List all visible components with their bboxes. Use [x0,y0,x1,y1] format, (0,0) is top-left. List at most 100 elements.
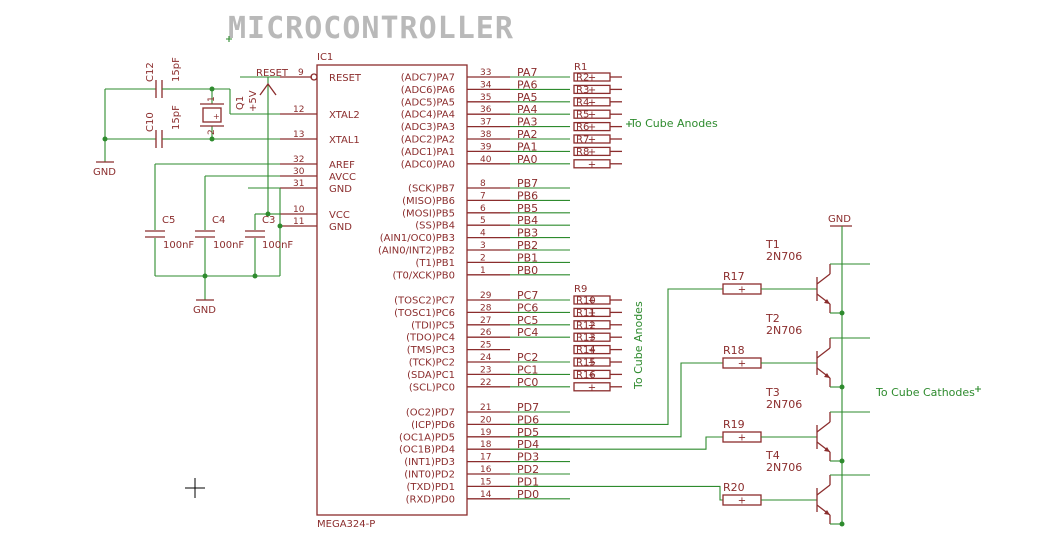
pin-num-aref: 32 [293,155,304,165]
transistor-ref-2: T3 [765,386,780,399]
pin-label-gnd31: GND [329,184,352,195]
cap-c12-value: 15pF [171,57,182,82]
pin-num-pd2: 19 [480,428,492,438]
pin-num-pb4: 4 [480,229,486,239]
pin-label-pc6: (SDA)PC1 [407,370,455,381]
pin-num-pd5: 16 [480,465,492,475]
resistor-plus-a5: + [588,135,596,146]
pin-num-pc0: 29 [480,291,492,301]
base-resistor-label-2: R19 [723,418,745,431]
transistor-ref-0: T1 [765,238,780,251]
pin-num-pa4: 37 [480,118,491,128]
resistor-array-a-ref: R1 [574,62,587,73]
emitter-arrow-icon [824,447,830,452]
resistor-plus-a0: + [588,73,596,84]
pin-label-pb4: (AIN1/OC0)PB3 [380,233,455,244]
anodes-c-label: To Cube Anodes [632,301,645,390]
pin-num-pb0: 8 [480,179,486,189]
base-resistor-label-0: R17 [723,270,745,283]
net-label-pb5: PB2 [517,239,538,252]
pin-num-pa1: 34 [480,80,492,90]
cap-c12-ref: C12 [145,62,156,82]
pin-num-pd0: 21 [480,403,491,413]
net-label-pa1: PA6 [517,78,537,91]
resistor-label-c4: R14 [576,345,596,356]
resistor-plus-c2: + [588,320,596,331]
transistor-section: +R17T12N706+R18T22N706+R19T32N706+R20T42… [510,238,870,527]
pin-label-pa7: (ADC0)PA0 [401,159,455,170]
net-label-pc2: PC5 [517,314,538,327]
reset-inversion-bubble [310,73,318,81]
pin-label-pd6: (TXD)PD1 [406,482,455,493]
base-resistor-plus-0: + [738,285,746,296]
transistor-part-1: 2N706 [766,324,802,337]
pin-num-pa3: 36 [480,105,492,115]
pin-label-xtal1: XTAL1 [329,135,360,146]
pin-num-pa6: 39 [480,142,492,152]
pin-label-reset: RESET [329,73,362,84]
pin-num-pb7: 1 [480,266,486,276]
pin-label-pd0: (OC2)PD7 [406,408,455,419]
pin-num-reset: 9 [298,68,304,78]
ic-body [316,64,468,516]
resistor-plus-a6: + [588,147,596,158]
resistor-plus-a2: + [588,97,596,108]
resistor-label-a6: R8 [576,147,589,158]
pin-num-pd6: 15 [480,477,491,487]
pin-num-pb5: 3 [480,241,486,251]
resistor-label-c1: R11 [576,308,596,319]
crystal-section: RESET +5V + Q1 1 2 C12 15pF [93,57,289,217]
pin-label-pc3: (TDO)PC4 [406,333,455,344]
net-label-pb1: PB6 [517,189,538,202]
cap-c3-ref: C3 [262,215,275,226]
pin-num-pc6: 23 [480,365,491,375]
cathodes-label: To Cube Cathodes [875,386,975,399]
pin-label-aref: AREF [329,160,355,171]
resistor-plus-a7: + [588,159,596,170]
net-label-pa3: PA4 [517,103,537,116]
resistor-label-c5: R15 [576,358,596,369]
base-resistor-label-1: R18 [723,344,745,357]
resistor-arrays: +R2+R3+R4+R5+R6+R7+R8++R10+R11+R12+R13+R… [573,72,622,393]
net-label-pd0: PD7 [517,401,539,414]
pin-label-pa4: (ADC3)PA3 [401,122,455,133]
net-label-pd5: PD2 [517,463,539,476]
pin-num-xtal2: 12 [293,105,304,115]
net-label-pd2: PD5 [517,426,539,439]
net-label-pd4: PD3 [517,451,539,464]
pin-num-pc7: 22 [480,378,491,388]
pin-label-pd1: (ICP)PD6 [411,420,455,431]
net-label-pc7: PC0 [517,376,538,389]
reset-net-label: RESET [256,68,289,79]
net-label-pb6: PB1 [517,251,538,264]
pin-num-pc5: 24 [480,353,492,363]
pin-label-pc4: (TMS)PC3 [407,345,455,356]
resistor-plus-c4: + [588,345,596,356]
net-label-pd3: PD4 [517,438,539,451]
net-label-pa4: PA3 [517,116,537,129]
transistor-ref-3: T4 [765,449,780,462]
drive-wire-1 [510,362,723,438]
pin-label-pb6: (T1)PB1 [415,258,455,269]
net-label-pc1: PC6 [517,301,538,314]
base-resistor-plus-1: + [738,359,746,370]
net-label-pb4: PB3 [517,227,538,240]
pin-label-pd7: (RXD)PD0 [406,494,455,505]
resistor-plus-c7: + [588,382,596,393]
net-label-pc3: PC4 [517,326,538,339]
base-resistor-plus-2: + [738,433,746,444]
pin-num-pa7: 40 [480,155,492,165]
cap-c4-ref: C4 [212,215,225,226]
decoupling-section: C5 100nF C4 100nF C3 100nF GND [145,163,293,316]
pin-num-pa2: 35 [480,93,491,103]
pin-num-pc2: 27 [480,316,491,326]
pin-num-pc4: 25 [480,341,491,351]
base-resistor-plus-3: + [738,496,746,507]
pin-label-pa1: (ADC6)PA6 [401,85,455,96]
pin-num-pc1: 28 [480,303,492,313]
resistor-plus-c3: + [588,333,596,344]
pin-label-pc5: (TCK)PC2 [409,358,455,369]
drive-wire-0 [510,288,723,425]
cap-c5-value: 100nF [163,240,194,251]
